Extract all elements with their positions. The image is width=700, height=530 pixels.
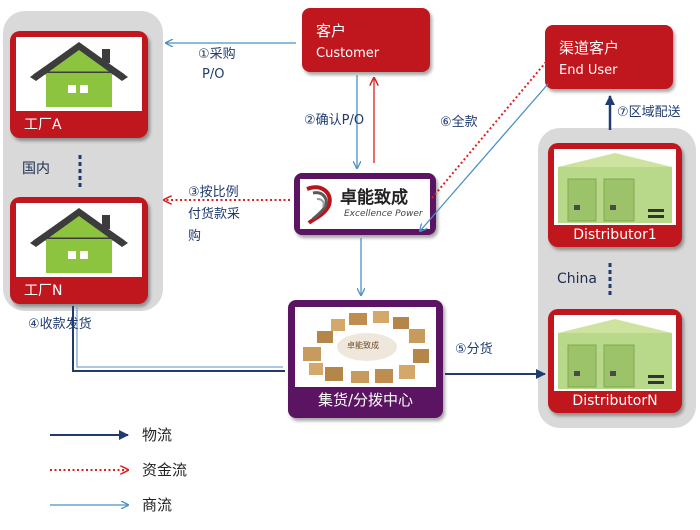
step-3-label-line2: 付货款采 — [188, 207, 241, 222]
step-1-label-line2: P/O — [202, 67, 225, 82]
distributor-n-card: DistributorN — [548, 309, 682, 413]
legend-funds-label: 资金流 — [142, 461, 188, 479]
house-icon — [30, 42, 128, 107]
factory-a-label: 工厂A — [24, 117, 62, 133]
boxes-icon — [303, 311, 429, 383]
step-5-label: ⑤分货 — [455, 342, 493, 357]
end-user-title: 渠道客户 — [559, 39, 620, 57]
step-3-label-line1: ③按比例 — [188, 185, 239, 200]
factory-a-card: 工厂A — [10, 31, 148, 138]
factory-n-label: 工厂N — [24, 283, 63, 299]
step-6-label: ⑥全款 — [440, 115, 478, 130]
customer-subtitle: Customer — [316, 46, 380, 61]
hub-stamp-text: 卓能致成 — [347, 341, 379, 350]
distribution-hub-box: 卓能致成 集货/分拨中心 — [288, 300, 443, 418]
factory-group-label: 国内 — [22, 161, 50, 177]
legend-commerce-label: 商流 — [142, 496, 173, 514]
customer-title: 客户 — [316, 22, 347, 40]
customer-box: 客户 Customer — [302, 8, 430, 72]
step-4-label: ④收款发货 — [28, 317, 92, 332]
distributor-n-label: DistributorN — [572, 393, 658, 409]
legend-logistics-label: 物流 — [142, 426, 173, 444]
hub-label: 集货/分拨中心 — [317, 391, 414, 409]
step-1-label-line1: ①采购 — [198, 47, 236, 62]
factory-n-card: 工厂N — [10, 197, 148, 304]
warehouse-icon — [558, 319, 672, 389]
house-icon — [30, 208, 128, 273]
distributor-1-card: Distributor1 — [548, 143, 682, 247]
step-7-label: ⑦区域配送 — [617, 105, 681, 120]
warehouse-icon — [558, 153, 672, 223]
step-2-label: ②确认P/O — [304, 113, 365, 128]
arrow-full-payment-commerce — [420, 83, 549, 231]
company-logo-subtitle: Excellence Power — [344, 209, 423, 219]
company-logo-swoosh-icon — [306, 185, 332, 225]
step-3-label-line3: 购 — [188, 229, 202, 244]
distributor-group-label: China — [557, 271, 597, 287]
arrow-ship-goods — [72, 306, 285, 372]
end-user-box: 渠道客户 End User — [545, 25, 673, 89]
distributor-1-label: Distributor1 — [573, 227, 657, 243]
company-logo-box: 卓能致成 Excellence Power — [294, 173, 436, 235]
company-logo-name: 卓能致成 — [340, 188, 408, 208]
end-user-subtitle: End User — [559, 63, 618, 78]
